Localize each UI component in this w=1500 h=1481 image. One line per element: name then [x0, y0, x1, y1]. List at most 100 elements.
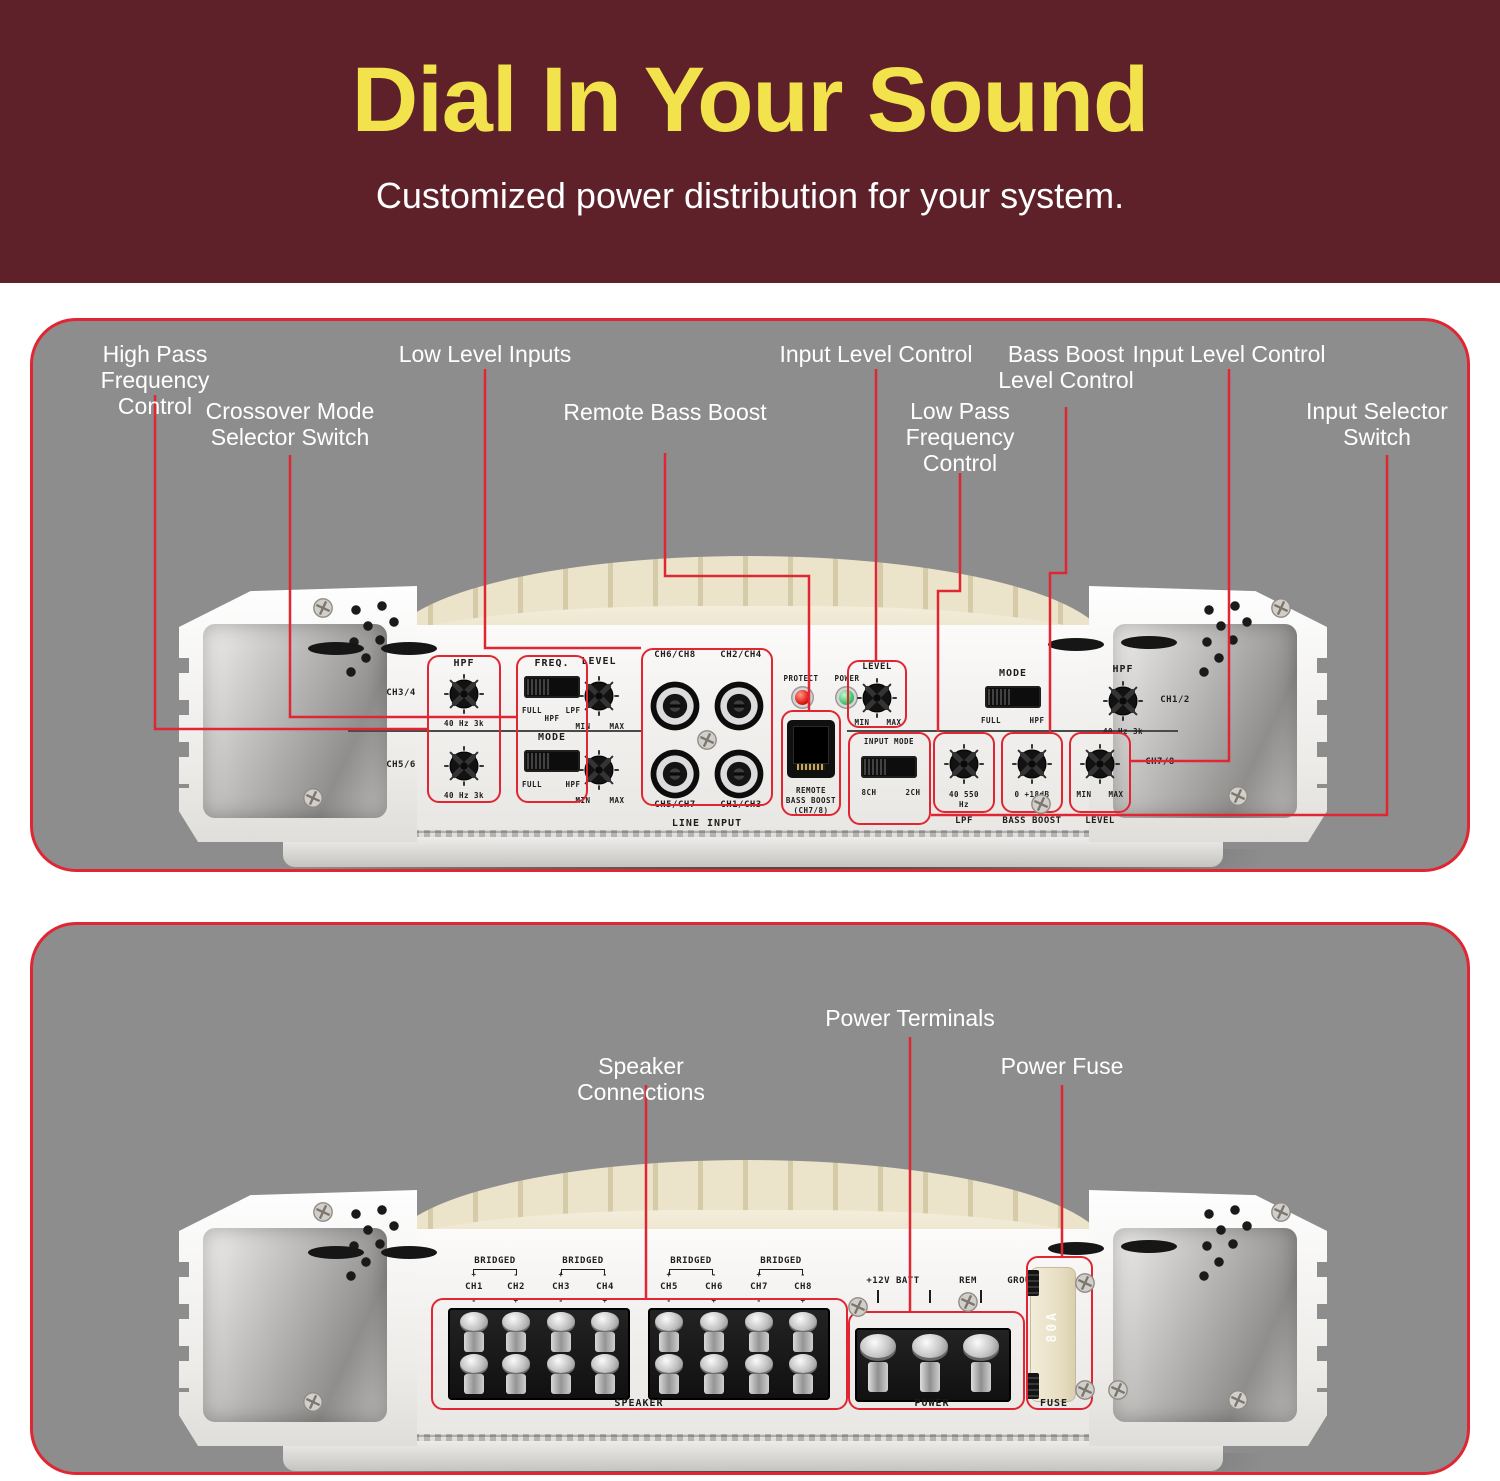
speaker-caption: SPEAKER	[614, 1398, 664, 1409]
fuse-caption: FUSE	[1039, 1398, 1069, 1409]
control-side-panel: High Pass Frequency Control Crossover Mo…	[30, 318, 1470, 872]
ch5-top-sign: +	[666, 1270, 672, 1279]
vent-dots-right	[1191, 598, 1263, 682]
bridged-bracket	[473, 1269, 517, 1275]
wing-screw	[312, 597, 334, 619]
amp-base	[283, 1437, 1223, 1471]
callout-input-level-left: Input Level Control	[779, 341, 973, 367]
remote-caption-1: REMOTE	[795, 786, 827, 795]
speaker-terminal	[651, 1312, 687, 1354]
protect-led	[795, 690, 810, 705]
ch3-top-sign: +	[558, 1270, 564, 1279]
face-screw	[957, 1291, 979, 1313]
bridged-label-2: BRIDGED	[562, 1256, 604, 1266]
hpf-ch34-label: CH3/4	[386, 688, 416, 698]
hero-banner: Dial In Your Sound Customized power dist…	[0, 0, 1500, 283]
batt-label: +12V BATT	[866, 1276, 920, 1286]
bridged-label-4: BRIDGED	[760, 1256, 802, 1266]
batt-tick	[877, 1290, 879, 1303]
ch4-bottom-sign: +	[602, 1296, 608, 1305]
hpf-left-outline	[427, 655, 501, 803]
ch1-label: CH1	[465, 1282, 483, 1292]
serrated-edge	[303, 1434, 1203, 1441]
power-outline	[848, 1311, 1025, 1410]
bridged-bracket	[561, 1269, 605, 1275]
rem-tick	[929, 1290, 931, 1303]
hpf-ch56-scale: 40 Hz 3k	[443, 791, 485, 800]
mode-right-title: MODE	[998, 668, 1028, 679]
speaker-terminal	[651, 1354, 687, 1396]
input-mode-8ch: 8CH	[861, 788, 877, 797]
speaker-terminal	[456, 1354, 492, 1396]
power-terminal-rem	[908, 1332, 952, 1396]
speaker-terminal	[587, 1312, 623, 1354]
callout-low-level-inputs: Low Level Inputs	[398, 341, 572, 367]
remote-outline	[781, 710, 841, 816]
hpf-ch56-label: CH5/6	[386, 760, 416, 770]
rem-label: REM	[959, 1276, 977, 1286]
ch6-top-sign: -	[711, 1270, 717, 1279]
speaker-terminal	[696, 1312, 732, 1354]
right-wing-notches	[1317, 658, 1327, 788]
speaker-terminal	[587, 1354, 623, 1396]
left-wing-notches	[179, 1262, 189, 1392]
vent-dots-left	[338, 598, 410, 682]
hpf-ch12-label: CH1/2	[1160, 695, 1190, 705]
mode-left-full: FULL	[521, 780, 543, 789]
ground-label: GROUND	[1007, 1276, 1043, 1286]
mode-right-hpf: HPF	[1029, 716, 1045, 725]
face-screw	[1030, 793, 1052, 815]
ch7-bottom-sign: -	[756, 1296, 762, 1305]
level-mid-min: MIN	[854, 718, 870, 727]
power-terminal-ground	[959, 1332, 1003, 1396]
fuse-80a	[1027, 1267, 1076, 1402]
ch6-bottom-sign: +	[711, 1296, 717, 1305]
ch78-label: CH7/8	[1145, 757, 1175, 767]
wing-screw	[302, 1391, 324, 1413]
left-wing-notches	[179, 658, 189, 788]
bass-boost-caption: BASS BOOST	[1002, 816, 1062, 826]
power-terminal-batt	[856, 1332, 900, 1396]
amplifier-connection-side: BRIDGED BRIDGED BRIDGED BRIDGED + - + - …	[133, 1150, 1433, 1472]
mode-left-hpf: HPF	[565, 780, 581, 789]
lpf-outline	[933, 732, 995, 813]
callout-bass-boost-level: Bass Boost Level Control	[998, 341, 1134, 393]
speaker-terminal	[543, 1354, 579, 1396]
ch7-label: CH7	[750, 1282, 768, 1292]
callout-remote-bass-boost: Remote Bass Boost	[563, 399, 767, 425]
face-screw	[847, 1296, 869, 1318]
ch5-bottom-sign: -	[666, 1296, 672, 1305]
ch1-bottom-sign: -	[471, 1296, 477, 1305]
mode-left-title: MODE	[537, 732, 567, 743]
freq-opt-full: FULL	[521, 706, 543, 715]
page-subtitle: Customized power distribution for your s…	[375, 175, 1125, 216]
serrated-edge	[303, 830, 1203, 837]
ch7-top-sign: +	[756, 1270, 762, 1279]
ch8-bottom-sign: +	[800, 1296, 806, 1305]
vent-oval	[1048, 1242, 1104, 1255]
input-mode-switch	[861, 756, 917, 778]
ground-tick	[980, 1290, 982, 1303]
speaker-terminal	[741, 1354, 777, 1396]
vent-oval	[308, 642, 364, 655]
hpf-ch12-knob	[1101, 679, 1145, 723]
ch1-top-sign: +	[471, 1270, 477, 1279]
level-mid-title: LEVEL	[862, 662, 892, 672]
freq-title: FREQ.	[534, 658, 570, 669]
speaker-outline	[431, 1298, 848, 1410]
bridged-label-3: BRIDGED	[670, 1256, 712, 1266]
wing-screw	[1270, 597, 1292, 619]
ch8-label: CH8	[794, 1282, 812, 1292]
protect-label: PROTECT	[783, 674, 819, 683]
vent-oval	[1121, 1240, 1177, 1253]
remote-caption-2: BASS BOOST	[785, 796, 837, 805]
terminal-layout: BRIDGED BRIDGED BRIDGED BRIDGED + - + - …	[133, 1162, 1433, 1472]
vent-dots-left	[338, 1202, 410, 1286]
level-left-max2: MAX	[609, 796, 625, 805]
callout-input-selector: Input Selector Switch	[1306, 398, 1448, 450]
wing-screw	[1270, 1201, 1292, 1223]
bridged-bracket	[759, 1269, 803, 1275]
freq-opt-lpf: LPF	[565, 706, 581, 715]
ch4-label: CH4	[596, 1282, 614, 1292]
ch2-label: CH2	[507, 1282, 525, 1292]
